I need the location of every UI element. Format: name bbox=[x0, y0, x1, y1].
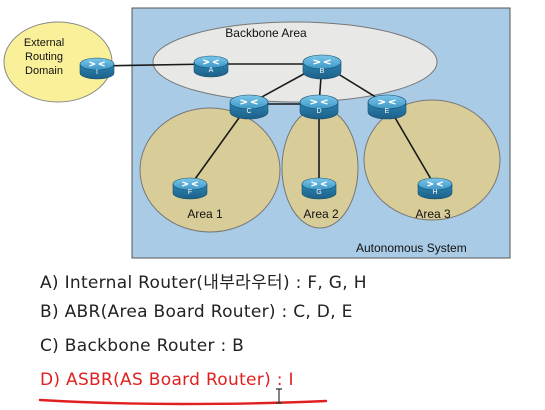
router-label: I bbox=[96, 69, 98, 76]
area-3-label: Area 3 bbox=[415, 207, 451, 221]
link-I-A bbox=[96, 63, 212, 67]
router-e-icon: E bbox=[367, 94, 407, 120]
router-h-icon: H bbox=[417, 177, 453, 200]
router-g-icon: G bbox=[301, 177, 337, 200]
red-underline-mark bbox=[38, 398, 328, 406]
answer-a: A) Internal Router(내부라우터) : F, G, H bbox=[40, 273, 367, 293]
external-domain-line-2: Routing bbox=[25, 51, 63, 63]
router-label: F bbox=[188, 189, 192, 196]
router-label: C bbox=[246, 108, 251, 115]
area-1 bbox=[139, 107, 281, 233]
router-a-icon: A bbox=[193, 55, 229, 78]
area-2-label: Area 2 bbox=[303, 207, 339, 221]
router-i-icon: I bbox=[79, 57, 115, 80]
answer-b: B) ABR(Area Board Router) : C, D, E bbox=[40, 302, 353, 322]
text-cursor-icon bbox=[276, 388, 282, 404]
router-c-icon: C bbox=[229, 94, 269, 120]
external-domain-line-3: Domain bbox=[25, 65, 63, 77]
router-label: A bbox=[209, 67, 214, 74]
autonomous-system-label: Autonomous System bbox=[356, 241, 467, 255]
router-label: E bbox=[385, 108, 390, 115]
router-label: H bbox=[432, 189, 437, 196]
routers: I A B C D E F G H bbox=[79, 54, 453, 200]
router-label: D bbox=[316, 108, 321, 115]
router-b-icon: B bbox=[302, 54, 342, 80]
router-d-icon: D bbox=[299, 94, 339, 120]
ospf-network-diagram: Autonomous System External Routing Domai… bbox=[3, 7, 511, 259]
router-label: B bbox=[320, 68, 325, 75]
area-1-label: Area 1 bbox=[187, 207, 223, 221]
external-domain-line-1: External bbox=[24, 37, 64, 49]
backbone-area bbox=[152, 21, 438, 103]
answer-d: D) ASBR(AS Board Router) : I bbox=[40, 370, 294, 390]
router-label: G bbox=[316, 189, 321, 196]
area-3 bbox=[363, 99, 501, 221]
backbone-area-label: Backbone Area bbox=[225, 26, 307, 40]
router-f-icon: F bbox=[172, 177, 208, 200]
answer-c: C) Backbone Router : B bbox=[40, 336, 245, 356]
